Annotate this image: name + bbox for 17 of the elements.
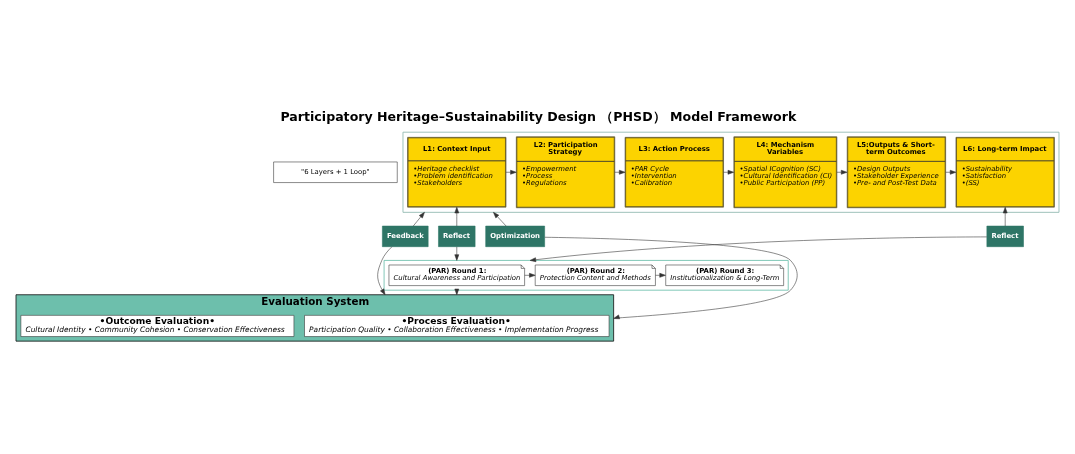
arrow <box>493 211 507 226</box>
arrow <box>454 246 460 261</box>
arrow <box>524 272 536 278</box>
cluster <box>383 259 789 291</box>
arrow <box>505 169 517 175</box>
arrow <box>412 211 425 226</box>
arrow <box>1002 206 1008 226</box>
diagram-title: Participatory Heritage–Sustainability Design （PHSD） Model Framework <box>280 108 797 124</box>
arrow <box>614 169 626 175</box>
arrow <box>529 236 988 262</box>
arrow <box>655 272 666 278</box>
arrow <box>723 169 734 175</box>
arrow <box>836 169 848 175</box>
arrow <box>544 236 798 319</box>
arrow <box>945 169 957 175</box>
arrow <box>377 246 393 295</box>
arrow <box>454 206 460 226</box>
